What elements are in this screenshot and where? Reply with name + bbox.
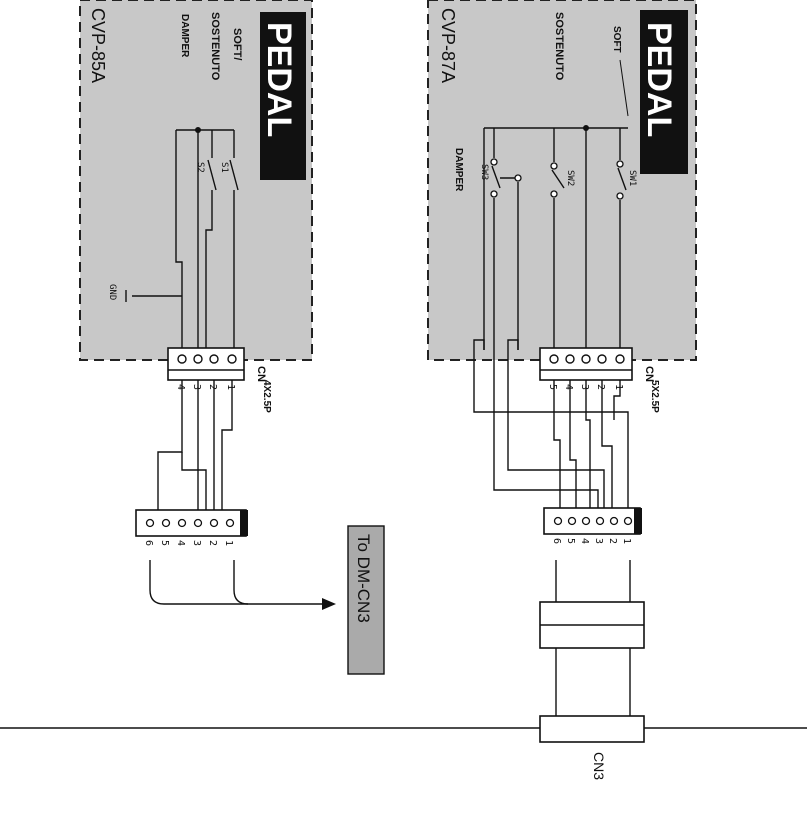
target-label-box: To DM-CN3 bbox=[347, 525, 385, 675]
switch-label-s2: S2 bbox=[195, 162, 205, 173]
switch-label-sw1: SW1 bbox=[627, 170, 637, 186]
cn-left-pin-2: 2 bbox=[207, 384, 218, 390]
cn-left-pin-4: 4 bbox=[175, 384, 186, 390]
cn-right-pin-4: 4 bbox=[563, 384, 574, 390]
cn-left-pin-3: 3 bbox=[191, 384, 202, 390]
connector-cn-5x2-5p: 5 4 3 2 1 CN 5X2.5P bbox=[539, 347, 660, 413]
signal-label-damper: DAMPER bbox=[179, 14, 190, 58]
mid-right-pin-6: 6 bbox=[551, 538, 562, 544]
harness-right bbox=[473, 339, 629, 508]
connector-mid-left: 6 5 4 3 2 1 bbox=[135, 509, 248, 546]
switch-label-s1: S1 bbox=[219, 162, 229, 173]
cn-right-name: CN bbox=[643, 366, 655, 382]
pedal-box-cvp-85a: PEDAL CVP-85A SOFT/ SOSTENUTO DAMPER S2 … bbox=[79, 0, 313, 361]
mid-left-pin-4: 4 bbox=[175, 540, 186, 546]
mid-left-pin-5: 5 bbox=[159, 540, 170, 546]
harness-left bbox=[157, 380, 233, 512]
output-arrow bbox=[149, 560, 336, 610]
signal-label-sostenuto-right: SOSTENUTO bbox=[553, 12, 565, 81]
signal-label-sostenuto: SOSTENUTO bbox=[209, 12, 221, 81]
mid-right-pin-3: 3 bbox=[593, 538, 604, 544]
cn-left-name: CN bbox=[255, 366, 267, 382]
switch-wiring-right: SW1 SW2 SW3 bbox=[479, 59, 637, 350]
pedal-box-cvp-87a: PEDAL CVP-87A SOFT SOSTENUTO DAMPER SW1 … bbox=[427, 0, 697, 361]
mid-left-pin-1: 1 bbox=[223, 540, 234, 546]
arrow-head-icon bbox=[322, 598, 336, 610]
signal-label-soft: SOFT/ bbox=[231, 28, 243, 60]
switch-wiring: S2 S1 GND bbox=[107, 127, 239, 350]
cn-right-pin-2: 2 bbox=[595, 384, 606, 390]
target-label: To DM-CN3 bbox=[354, 534, 373, 623]
cn-right-pin-3: 3 bbox=[579, 384, 590, 390]
model-label: CVP-85A bbox=[88, 8, 108, 83]
cn-left-pin-1: 1 bbox=[225, 384, 236, 390]
mid-left-pin-2: 2 bbox=[207, 540, 218, 546]
signal-label-damper-right: DAMPER bbox=[453, 148, 464, 192]
model-label-right: CVP-87A bbox=[438, 8, 458, 83]
mid-right-pin-1: 1 bbox=[621, 538, 632, 544]
cn-left-spec: 4X2.5P bbox=[261, 380, 272, 413]
cn-right-spec: 5X2.5P bbox=[649, 380, 660, 413]
cn3-label: CN3 bbox=[591, 752, 607, 780]
pedal-title-block bbox=[260, 12, 306, 180]
pedal-title-block-right bbox=[640, 10, 688, 174]
connector-cn3: CN3 bbox=[539, 715, 645, 780]
cn-right-pin-5: 5 bbox=[547, 384, 558, 390]
gnd-label: GND bbox=[107, 284, 117, 300]
mid-left-pin-6: 6 bbox=[143, 540, 154, 546]
connector-cn-4x2-5p: 4 3 2 1 CN 4X2.5P bbox=[167, 347, 272, 413]
cable-to-cn3 bbox=[539, 560, 645, 716]
cn-right-pin-1: 1 bbox=[613, 384, 624, 390]
mid-left-pin-3: 3 bbox=[191, 540, 202, 546]
signal-label-soft-right: SOFT bbox=[611, 26, 622, 53]
mid-right-pin-5: 5 bbox=[565, 538, 576, 544]
mid-right-pin-2: 2 bbox=[607, 538, 618, 544]
connector-mid-right: 6 5 4 3 2 1 bbox=[543, 507, 642, 544]
switch-label-sw2: SW2 bbox=[565, 170, 575, 186]
pedal-title: PEDAL bbox=[260, 22, 298, 137]
mid-right-pin-4: 4 bbox=[579, 538, 590, 544]
pedal-title-right: PEDAL bbox=[640, 22, 678, 137]
